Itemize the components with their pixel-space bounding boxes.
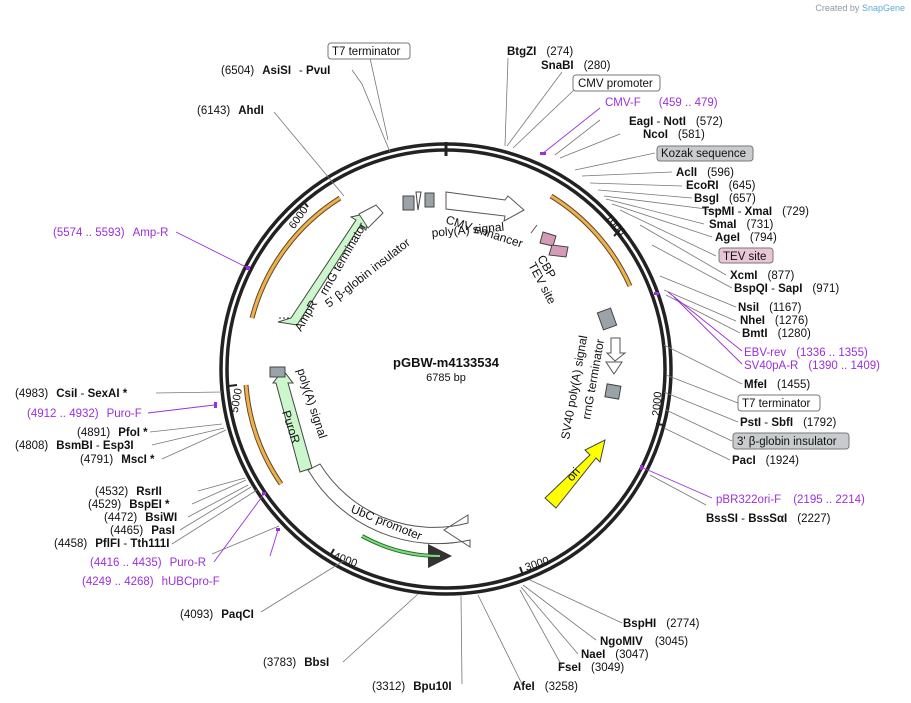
svg-text:(4093)PaqCI: (4093)PaqCI <box>180 609 254 621</box>
svg-text:FseI(3049): FseI(3049) <box>558 662 624 674</box>
tick-marks <box>228 200 665 576</box>
svg-text:AgeI(794): AgeI(794) <box>715 232 777 244</box>
orf-arc-1 <box>549 193 633 288</box>
box-t7-terminator-top: T7 terminator <box>332 46 401 58</box>
primer-marks <box>214 152 659 531</box>
tick-labels: 1000 2000 3000 4000 5000 6000 <box>229 204 665 573</box>
svg-text:SnaBI(280): SnaBI(280) <box>541 60 611 72</box>
rrng2-arrow <box>605 337 627 362</box>
svg-text:(3783)BbsI: (3783)BbsI <box>263 657 329 669</box>
svg-text:NsiI(1167): NsiI(1167) <box>738 302 802 314</box>
svg-text:NcoI(581): NcoI(581) <box>643 129 705 141</box>
orf-arc-1-fill <box>550 194 632 287</box>
svg-text:PacI(1924): PacI(1924) <box>732 455 799 467</box>
svg-text:(6504)AsiSI- PvuI: (6504)AsiSI- PvuI <box>221 65 330 77</box>
box-globin3: 3' β-globin insulator <box>737 436 837 448</box>
tick-label-5000: 5000 <box>229 387 245 413</box>
svg-text:(4791)MscI *: (4791)MscI * <box>80 454 155 466</box>
svg-text:SmaI(731): SmaI(731) <box>709 219 774 231</box>
cmv-enhancer-arrow <box>445 191 525 222</box>
right-labels: BtgZI(274) SnaBI(280) CMV promoter CMV-F… <box>507 46 880 693</box>
svg-text:BmtI(1280): BmtI(1280) <box>742 328 811 340</box>
svg-text:NheI(1276): NheI(1276) <box>740 315 808 327</box>
ori-arrow <box>544 439 606 509</box>
svg-text:BssSI - BssSαI(2227): BssSI - BssSαI(2227) <box>706 513 831 525</box>
svg-text:(4465)PasI: (4465)PasI <box>110 525 175 537</box>
box-tev-site: TEV site <box>723 251 766 263</box>
feature-tri-1 <box>415 191 422 211</box>
rrng1-arrow <box>358 204 384 229</box>
polya2-box <box>269 366 286 378</box>
box-cmv-promoter: CMV promoter <box>578 78 653 90</box>
box-t7-terminator-right: T7 terminator <box>742 398 811 410</box>
svg-text:(4891)PfoI *: (4891)PfoI * <box>77 427 148 439</box>
orf-arc-3-fill <box>244 384 283 485</box>
svg-text:EcoRI(645): EcoRI(645) <box>686 180 756 192</box>
svg-text:EagI - NotI(572): EagI - NotI(572) <box>629 116 723 128</box>
svg-text:BspQI - SapI(971): BspQI - SapI(971) <box>734 283 839 295</box>
svg-text:pBR322ori-F(2195 .. 2214): pBR322ori-F(2195 .. 2214) <box>716 494 865 506</box>
svg-text:CMV-F(459 .. 479): CMV-F(459 .. 479) <box>605 97 718 109</box>
snapgene-credit: Created by SnapGene <box>815 3 905 13</box>
label-puror: PuroR <box>279 409 303 446</box>
credit-prefix: Created by <box>815 3 860 13</box>
svg-text:BspHI(2774): BspHI(2774) <box>623 618 700 630</box>
ubc-arrow <box>307 463 471 548</box>
rrng2-tri <box>605 361 623 375</box>
tick-label-2000: 2000 <box>650 391 664 416</box>
svg-text:BtgZI(274): BtgZI(274) <box>507 46 573 58</box>
svg-text:XcmI(877): XcmI(877) <box>730 270 795 282</box>
left-labels: (3312)Bpu10I (3783)BbsI (4093)PaqCI (424… <box>15 42 452 693</box>
label-polya-1: poly(A) signal <box>431 220 505 240</box>
tev-box <box>548 244 569 258</box>
svg-text:BsgI(657): BsgI(657) <box>694 193 756 205</box>
features <box>269 191 627 569</box>
cbp-box <box>539 231 557 247</box>
primer-lines <box>147 107 743 563</box>
svg-text:(4472)BsiWI: (4472)BsiWI <box>104 512 177 524</box>
feature-box-2 <box>424 192 435 208</box>
svg-text:AclI(596): AclI(596) <box>676 167 734 179</box>
feature-box-1 <box>402 195 415 211</box>
svg-text:(4416 .. 4435)Puro-R: (4416 .. 4435)Puro-R <box>90 557 206 569</box>
plasmid-size: 6785 bp <box>426 372 466 384</box>
svg-text:TspMI - XmaI(729): TspMI - XmaI(729) <box>702 206 809 218</box>
svg-text:(4532)RsrII: (4532)RsrII <box>95 486 162 498</box>
svg-text:(4249 .. 4268)hUBCpro-F: (4249 .. 4268)hUBCpro-F <box>82 576 220 588</box>
box-kozak: Kozak sequence <box>661 148 746 160</box>
svg-text:MfeI(1455): MfeI(1455) <box>744 379 810 391</box>
tick-label-1000: 1000 <box>603 212 628 238</box>
plasmid-name: pGBW-m4133534 <box>393 355 500 370</box>
svg-text:(6143)AhdI: (6143)AhdI <box>197 105 264 117</box>
svg-text:NaeI(3047): NaeI(3047) <box>581 649 649 661</box>
orf-arc-2-fill <box>250 196 341 319</box>
svg-text:(5574 .. 5593)Amp-R: (5574 .. 5593)Amp-R <box>53 227 168 239</box>
svg-text:(4808)BsmBI - Esp3I: (4808)BsmBI - Esp3I <box>15 440 134 452</box>
credit-brand[interactable]: SnapGene <box>861 3 905 13</box>
orf-arcs <box>243 193 633 486</box>
leader-lines <box>149 57 743 685</box>
svg-text:PstI - SbfI(1792): PstI - SbfI(1792) <box>740 417 836 429</box>
sv40-box-2 <box>604 383 622 400</box>
svg-text:EBV-rev(1336 .. 1355): EBV-rev(1336 .. 1355) <box>744 347 868 359</box>
feature-line-1 <box>530 224 538 234</box>
svg-text:NgoMIV(3045): NgoMIV(3045) <box>600 636 688 648</box>
svg-text:(4912 .. 4932)Puro-F: (4912 .. 4932)Puro-F <box>27 408 142 420</box>
svg-text:SV40pA-R(1390 .. 1409): SV40pA-R(1390 .. 1409) <box>744 360 880 372</box>
svg-text:(4983)CsiI - SexAI *: (4983)CsiI - SexAI * <box>15 388 128 400</box>
svg-text:AfeI(3258): AfeI(3258) <box>513 681 578 693</box>
svg-text:(3312)Bpu10I: (3312)Bpu10I <box>372 681 452 693</box>
sv40-box <box>596 307 618 331</box>
svg-text:(4458)PflFI - Tth111I: (4458)PflFI - Tth111I <box>54 538 169 550</box>
svg-text:(4529)BspEI *: (4529)BspEI * <box>88 499 170 511</box>
